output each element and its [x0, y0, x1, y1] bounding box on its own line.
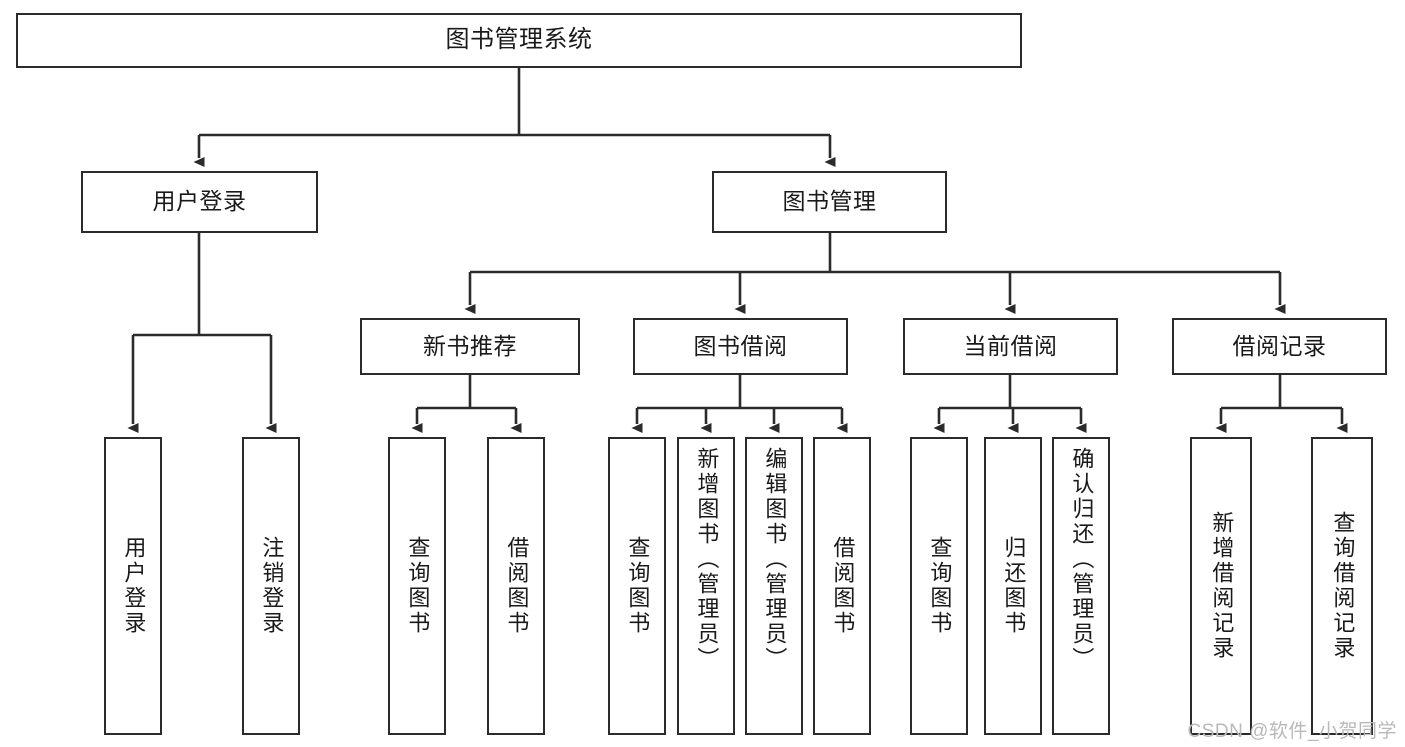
node-user-login[interactable]: 用户登录	[81, 171, 318, 233]
node-leaf-logout[interactable]: 注销登录	[242, 437, 300, 735]
node-leaf-confirm-return[interactable]: 确认归还（管理员）	[1052, 437, 1110, 735]
node-leaf-edit-book[interactable]: 编辑图书（管理员）	[745, 437, 803, 735]
node-label: 查询借阅记录	[1330, 511, 1356, 661]
node-label: 当前借阅	[963, 332, 1058, 359]
node-leaf-query-record[interactable]: 查询借阅记录	[1311, 437, 1373, 735]
node-label: 借阅记录	[1232, 332, 1327, 359]
node-label: 新增图书（管理员）	[694, 447, 720, 672]
node-leaf-query-book-2[interactable]: 查询图书	[608, 437, 666, 735]
node-leaf-add-record[interactable]: 新增借阅记录	[1190, 437, 1252, 735]
node-root-system[interactable]: 图书管理系统	[16, 13, 1022, 68]
node-leaf-borrow-book-2[interactable]: 借阅图书	[813, 437, 871, 735]
node-current-borrow[interactable]: 当前借阅	[903, 318, 1118, 375]
node-label: 借阅图书	[830, 536, 856, 636]
node-label: 查询图书	[927, 536, 953, 636]
node-leaf-user-login[interactable]: 用户登录	[104, 437, 162, 735]
node-label: 确认归还（管理员）	[1069, 447, 1095, 672]
node-label: 借阅图书	[504, 536, 530, 636]
node-label: 注销登录	[259, 536, 285, 636]
node-leaf-add-book[interactable]: 新增图书（管理员）	[677, 437, 735, 735]
node-leaf-borrow-book-1[interactable]: 借阅图书	[487, 437, 545, 735]
node-label: 查询图书	[625, 536, 651, 636]
node-book-borrow[interactable]: 图书借阅	[633, 318, 848, 375]
node-leaf-query-book-1[interactable]: 查询图书	[388, 437, 446, 735]
watermark: CSDN @软件_小贺同学	[1187, 721, 1397, 742]
node-label: 新增借阅记录	[1209, 511, 1235, 661]
node-book-manage[interactable]: 图书管理	[712, 171, 947, 233]
node-borrow-record[interactable]: 借阅记录	[1172, 318, 1387, 375]
node-label: 用户登录	[152, 188, 247, 215]
node-leaf-return-book[interactable]: 归还图书	[984, 437, 1042, 735]
node-label: 归还图书	[1001, 536, 1027, 636]
node-label: 查询图书	[405, 536, 431, 636]
node-leaf-query-book-3[interactable]: 查询图书	[910, 437, 968, 735]
node-new-book-rec[interactable]: 新书推荐	[360, 318, 580, 375]
node-label: 新书推荐	[423, 332, 517, 359]
node-label: 用户登录	[121, 536, 147, 636]
node-label: 图书管理系统	[445, 26, 593, 54]
node-label: 图书管理	[782, 188, 877, 215]
node-label: 编辑图书（管理员）	[762, 447, 788, 672]
node-label: 图书借阅	[693, 332, 788, 359]
